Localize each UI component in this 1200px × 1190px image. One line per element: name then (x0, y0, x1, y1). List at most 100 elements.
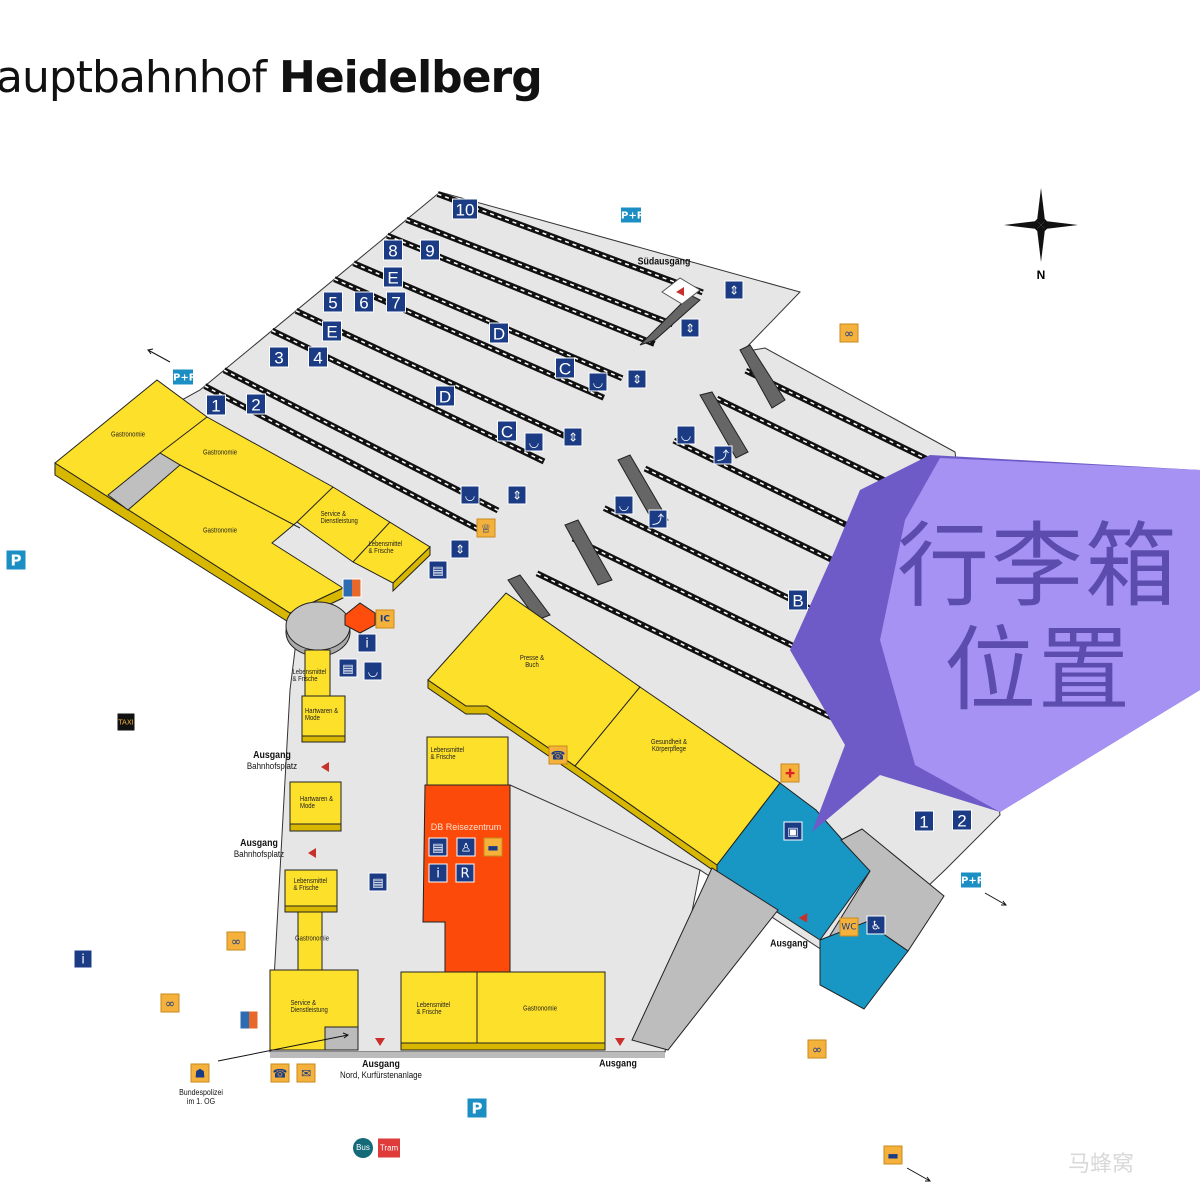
compass-north-label: N (1036, 268, 1046, 282)
ticket-machine-icon (428, 837, 448, 857)
label-gesundheit: Gesundheit & Körperpflege (650, 739, 688, 753)
label-hartwaren: Hartwaren & Mode (300, 796, 334, 810)
sector-d: D (489, 322, 509, 344)
platform-10: 10 (452, 198, 478, 220)
info-icon: i (428, 863, 448, 883)
elevator-icon (507, 485, 527, 505)
wheelchair-icon (866, 915, 886, 935)
service-desk-icon (456, 837, 476, 857)
car-rental-icon (483, 837, 503, 857)
ticket-machine-icon (368, 872, 388, 892)
floor-edge (270, 1052, 665, 1058)
building-gastronomie-west-top (54, 379, 431, 614)
bicycle-parking-icon (160, 993, 180, 1013)
escalator-icon (713, 445, 733, 465)
info-icon: i (73, 949, 93, 969)
platform-east-2: 2 (952, 809, 972, 831)
hearing-loop-icon (676, 425, 696, 445)
escalator-icon (648, 509, 668, 529)
label-gastronomie: Gastronomie (110, 431, 146, 439)
sector-d: D (435, 385, 455, 407)
tram-stop-icon: Tram (378, 1138, 400, 1158)
platform-6: 6 (354, 291, 374, 313)
ic-lounge-icon: IC (375, 609, 395, 629)
building-gray-south (631, 867, 779, 1051)
phone-icon (548, 745, 568, 765)
track (405, 216, 674, 328)
label-gastronomie: Gastronomie (294, 935, 330, 943)
parking-icon: P (466, 1097, 488, 1119)
car-rental-icon (883, 1145, 903, 1165)
building-lebensmittel-3 (426, 736, 509, 786)
atm-icon (239, 1010, 259, 1030)
first-aid-icon (780, 763, 800, 783)
track (437, 193, 703, 294)
building-lebensmittel-1 (304, 649, 331, 699)
label-lebensmittel: Lebensmittel & Frische (293, 878, 328, 892)
sector-b: B (788, 589, 808, 611)
platform-4: 4 (308, 346, 328, 368)
label-lebensmittel: Lebensmittel & Frische (416, 1002, 451, 1016)
atm-icon (342, 578, 362, 598)
label-lebensmittel: Lebensmittel & Frische (368, 541, 403, 555)
park-and-ride-icon: P+R (620, 206, 644, 224)
label-presse: Presse & Buch (519, 655, 545, 669)
park-and-ride-icon: P+R (172, 368, 196, 386)
label-lebensmittel: Lebensmittel & Frische (430, 747, 465, 761)
taxi-icon: TAXI (116, 712, 136, 732)
park-and-ride-icon: P+R (960, 871, 984, 889)
exit-south-east: Ausgang (599, 1058, 637, 1070)
building-gastronomie-strip (297, 911, 323, 971)
label-hartwaren: Hartwaren & Mode (305, 708, 339, 722)
hearing-loop-icon (588, 372, 608, 392)
label-gastronomie: Gastronomie (522, 1005, 558, 1013)
elevator-icon (627, 369, 647, 389)
platform-9: 9 (420, 239, 440, 261)
bicycle-parking-icon (839, 323, 859, 343)
bus-stop-icon: Bus (353, 1138, 373, 1158)
label-lebensmittel: Lebensmittel & Frische (292, 669, 327, 683)
direction-arrows (147, 348, 1007, 1182)
platform-8: 8 (383, 239, 403, 261)
phone-icon (270, 1063, 290, 1083)
hearing-loop-icon (614, 495, 634, 515)
wc-icon: WC (839, 917, 859, 937)
platform-3: 3 (269, 346, 289, 368)
platform-east-1: 1 (914, 810, 934, 832)
exit-arrow-icon (321, 762, 329, 772)
exit-arrow-icon (375, 1038, 385, 1046)
platform-5: 5 (323, 291, 343, 313)
police-icon (190, 1063, 210, 1083)
exit-arrow-icon (615, 1038, 625, 1046)
mail-icon (296, 1063, 316, 1083)
watermark: 马蜂窝 (1068, 1152, 1135, 1177)
platform-7: 7 (386, 291, 406, 313)
label-gastronomie: Gastronomie (202, 449, 238, 457)
sector-e: E (383, 266, 403, 288)
luggage-locker-icon (783, 821, 803, 841)
building-hartwaren-1 (301, 695, 346, 737)
hearing-loop-icon (363, 661, 383, 681)
ticket-machine-icon (428, 560, 448, 580)
elevator-icon (724, 280, 744, 300)
label-gastronomie: Gastronomie (202, 527, 238, 535)
bicycle-parking-icon (807, 1039, 827, 1059)
label-db-reisezentrum: DB Reisezentrum (430, 822, 502, 832)
track (223, 369, 499, 512)
exit-east: Ausgang (770, 938, 808, 950)
info-icon: i (357, 633, 377, 653)
label-service: Service & Dienstleistung (290, 1000, 328, 1014)
exit-sued-label: Südausgang (637, 256, 691, 268)
stairs (507, 294, 786, 621)
building-lebensmittel-4 (400, 971, 478, 1051)
elevator-icon (450, 539, 470, 559)
sector-c: C (555, 357, 575, 379)
label-service: Service & Dienstleistung (320, 511, 358, 525)
platform-1: 1 (206, 394, 226, 416)
parking-icon: P (5, 549, 27, 571)
hearing-loop-icon (524, 432, 544, 452)
